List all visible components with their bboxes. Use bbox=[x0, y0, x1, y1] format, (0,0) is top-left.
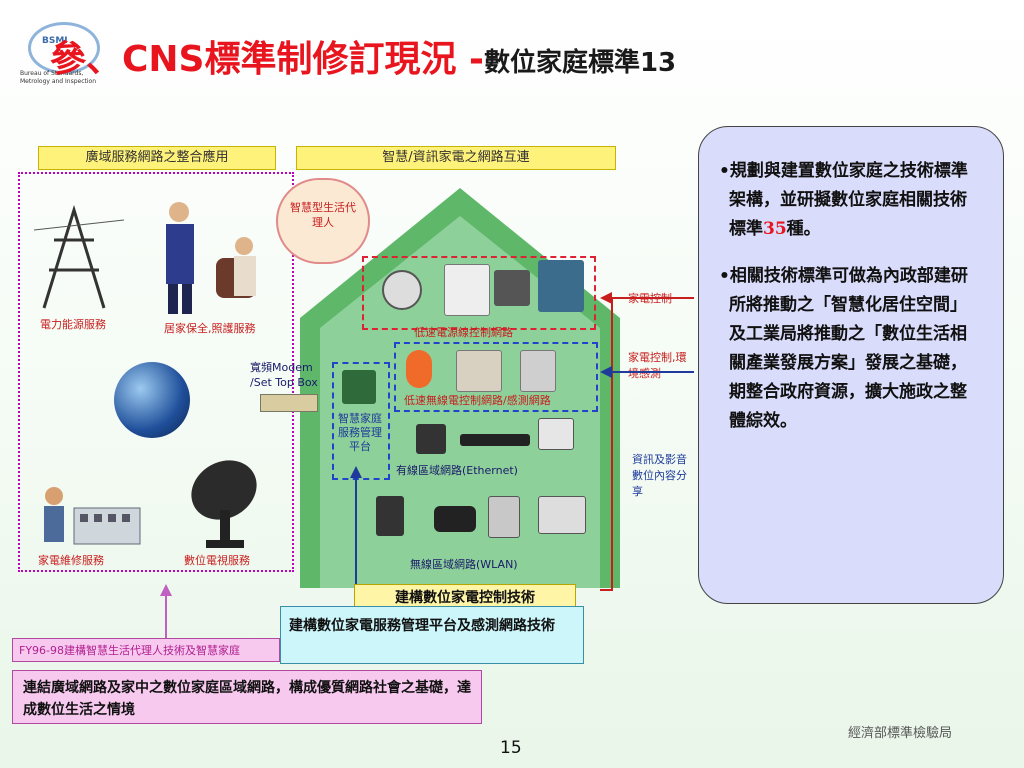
digital-home-diagram: 廣域服務網路之整合應用 智慧/資訊家電之網路互連 智慧型生活代理人 電力能源服務… bbox=[14, 140, 634, 635]
power-line-network-box bbox=[362, 256, 596, 330]
dvd-player-icon bbox=[460, 434, 530, 446]
logo-mark: BSMI bbox=[42, 36, 68, 46]
ethernet-label: 有線區域網路(Ethernet) bbox=[396, 464, 518, 477]
tv-icon bbox=[416, 424, 446, 454]
av-sharing-label: 資訊及影音數位內容分享 bbox=[632, 453, 687, 498]
footer-organization: 經濟部標準檢驗局 bbox=[848, 726, 953, 741]
speaker-icon bbox=[376, 496, 404, 536]
modem-device-icon bbox=[260, 394, 318, 412]
bsmi-logo: BSMI Bureau of Standards,Metrology and I… bbox=[20, 18, 130, 90]
coffee-maker-icon bbox=[494, 270, 530, 306]
wide-area-region bbox=[18, 172, 294, 572]
agent-bubble: 智慧型生活代理人 bbox=[276, 178, 370, 264]
gateway-box bbox=[332, 362, 390, 480]
digital-tv-service-label: 數位電視服務 bbox=[184, 554, 250, 567]
caption-summary: 連結廣域網路及家中之數位家庭區域網路，構成優質網路社會之基礎，達成數位生活之情境 bbox=[12, 670, 482, 724]
title-main: 參、CNS標準制修訂現況 - bbox=[50, 39, 484, 80]
logo-ring-icon bbox=[28, 22, 100, 74]
home-care-label: 居家保全,照護服務 bbox=[164, 322, 256, 335]
home-care-people-icon bbox=[166, 202, 256, 314]
laptop-icon bbox=[538, 496, 586, 534]
power-tower-icon bbox=[34, 204, 124, 309]
repair-building-icon bbox=[44, 487, 141, 545]
satellite-dish-icon bbox=[191, 460, 257, 548]
vending-machine-icon bbox=[538, 260, 584, 312]
globe-icon bbox=[114, 362, 190, 438]
slide-title: 參、CNS標準制修訂現況 -數位家庭標準13 bbox=[50, 30, 676, 82]
meter-icon bbox=[382, 270, 422, 310]
caption-platform-tech: 建構數位家電服務管理平台及感測網路技術 bbox=[280, 606, 584, 664]
logo-caption: Bureau of Standards,Metrology and Inspec… bbox=[20, 70, 97, 85]
gateway-board-icon bbox=[342, 370, 376, 404]
repair-service-label: 家電維修服務 bbox=[38, 554, 104, 567]
standards-count: 35 bbox=[763, 219, 787, 239]
power-line-network-label: 低速電源線控制網路 bbox=[414, 326, 513, 339]
wireless-network-box bbox=[394, 342, 598, 412]
page-number: 15 bbox=[500, 738, 522, 758]
callout-bullet-1: •規劃與建置數位家庭之技術標準架構，並研擬數位家庭相關技術標準35種。 bbox=[719, 161, 968, 239]
callout-bullet-2: •相關技術標準可做為內政部建研所將推動之「智慧化居住空間」及工業局將推動之「數位… bbox=[719, 266, 968, 431]
pda-icon bbox=[488, 496, 520, 538]
callout-box: •規劃與建置數位家庭之技術標準架構，並研擬數位家庭相關技術標準35種。 •相關技… bbox=[698, 126, 1004, 604]
modem-label: 寬頻Modem /Set Top Box bbox=[250, 361, 318, 389]
title-sub: 數位家庭標準13 bbox=[483, 48, 677, 78]
caption-fy-plan: FY96-98建構智慧生活代理人技術及智慧家庭 bbox=[12, 638, 280, 662]
gateway-label: 智慧家庭服務管理平台 bbox=[338, 412, 382, 453]
microwave-icon bbox=[456, 350, 502, 392]
control-sensing-label: 家電控制,環境感測 bbox=[628, 351, 687, 380]
camcorder-icon bbox=[434, 506, 476, 532]
wide-area-header: 廣域服務網路之整合應用 bbox=[38, 146, 276, 170]
robot-icon bbox=[406, 350, 432, 388]
washing-machine-icon bbox=[444, 264, 490, 316]
power-service-label: 電力能源服務 bbox=[40, 318, 106, 331]
wireless-network-label: 低速無線電控制網路/感測網路 bbox=[404, 394, 551, 407]
home-network-header: 智慧/資訊家電之網路互連 bbox=[296, 146, 616, 170]
pc-icon bbox=[538, 418, 574, 450]
cooker-icon bbox=[520, 350, 556, 392]
wlan-label: 無線區域網路(WLAN) bbox=[410, 558, 518, 571]
